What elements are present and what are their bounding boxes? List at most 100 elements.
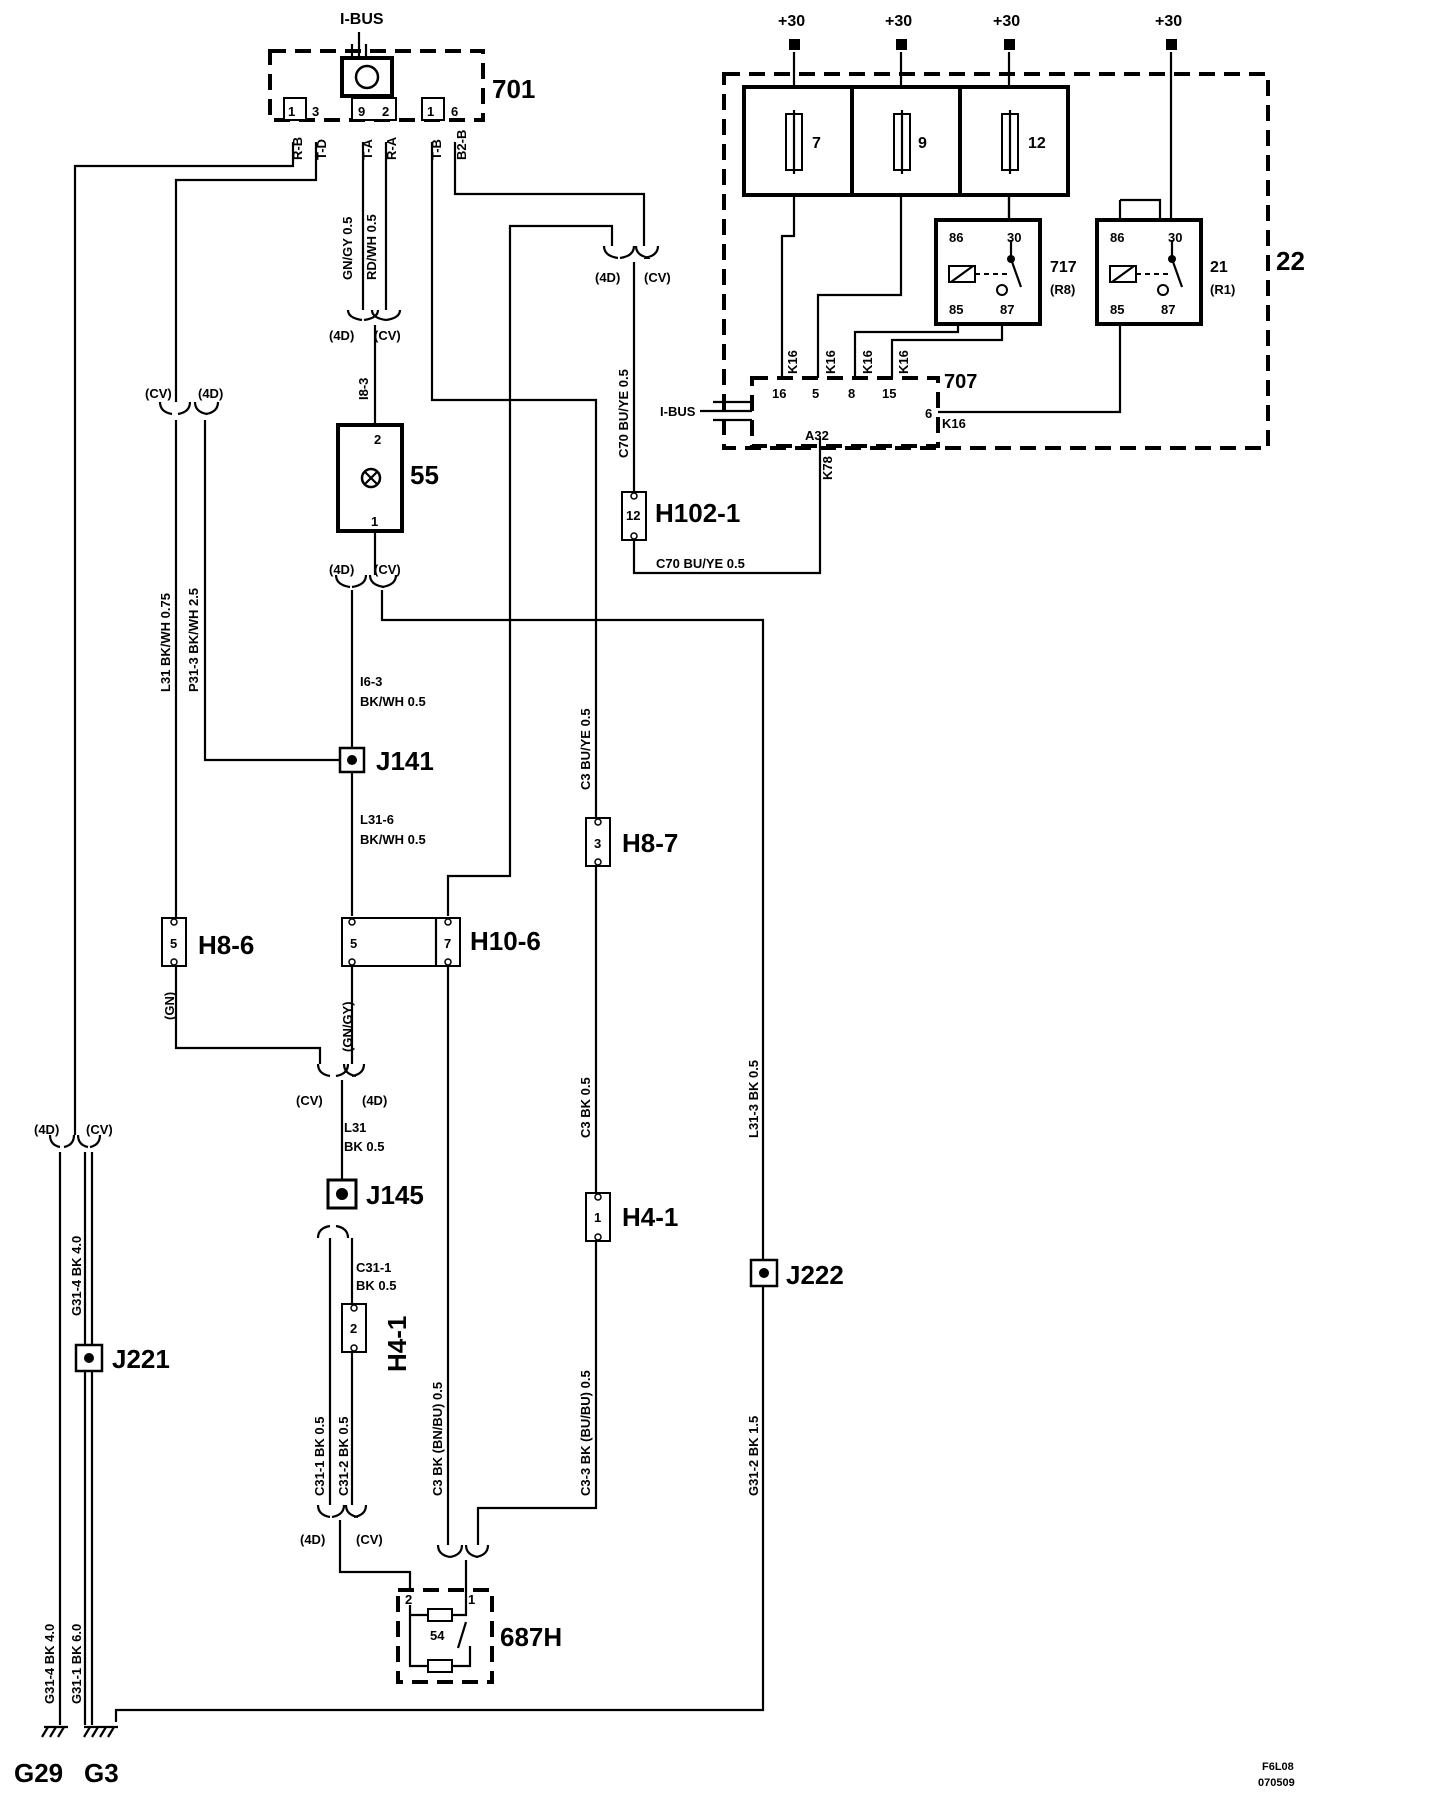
svg-text:(CV): (CV) xyxy=(86,1122,113,1137)
label-717-sub: (R8) xyxy=(1050,282,1075,297)
relay-717-pin-87: 87 xyxy=(1000,302,1014,317)
junction-J222 xyxy=(749,1258,779,1288)
687H-pin-2: 2 xyxy=(405,1592,412,1607)
svg-text:G31-4 BK 4.0: G31-4 BK 4.0 xyxy=(69,1236,84,1316)
label-21-sub: (R1) xyxy=(1210,282,1235,297)
label-H102-1: H102-1 xyxy=(655,498,740,528)
svg-text:C70 BU/YE 0.5: C70 BU/YE 0.5 xyxy=(616,369,631,458)
fuse-block xyxy=(742,85,1070,197)
wire-network xyxy=(58,32,1173,1725)
H4-1-left-pin-2: 2 xyxy=(350,1321,357,1336)
H102-pin-12: 12 xyxy=(626,508,640,523)
component-687H-box xyxy=(396,1588,494,1684)
plus30-label-1: +30 xyxy=(778,13,805,30)
wire701-TB: T-B xyxy=(429,139,444,160)
relay-717-pin-86: 86 xyxy=(949,230,963,245)
svg-text:(4D): (4D) xyxy=(198,386,223,401)
connector-H4-1-left xyxy=(341,1303,367,1353)
pin707-16: 16 xyxy=(772,386,786,401)
label-22: 22 xyxy=(1276,246,1305,276)
svg-text:I6-3: I6-3 xyxy=(360,674,382,689)
svg-text:(4D): (4D) xyxy=(300,1532,325,1547)
lamp-icon xyxy=(360,467,382,489)
wire701-TD: T-D xyxy=(314,139,329,160)
pin707-6: 6 xyxy=(925,406,932,421)
plus30-label-4: +30 xyxy=(1155,13,1182,30)
label-J222: J222 xyxy=(786,1260,844,1290)
svg-text:(CV): (CV) xyxy=(356,1532,383,1547)
svg-text:(4D): (4D) xyxy=(329,562,354,577)
plus30-terminal-3 xyxy=(1004,39,1015,50)
svg-text:BK 0.5: BK 0.5 xyxy=(344,1139,384,1154)
connector-H4-1-right xyxy=(585,1192,611,1242)
svg-text:C31-1: C31-1 xyxy=(356,1260,391,1275)
k16-3: K16 xyxy=(860,350,875,374)
pin707-15: 15 xyxy=(882,386,896,401)
plus30-terminal-4 xyxy=(1166,39,1177,50)
pin701-3: 3 xyxy=(312,104,319,119)
ibus-side-label: I-BUS xyxy=(660,404,696,419)
k16-5: K16 xyxy=(942,416,966,431)
label-G3: G3 xyxy=(84,1758,119,1788)
svg-text:C31-1 BK 0.5: C31-1 BK 0.5 xyxy=(312,1417,327,1496)
label-K78: K78 xyxy=(820,456,835,480)
wire701-RB: R-B xyxy=(290,137,305,160)
fuse-9-label: 9 xyxy=(918,135,927,152)
svg-text:(CV): (CV) xyxy=(374,328,401,343)
relay-717-pin-30: 30 xyxy=(1007,230,1021,245)
connector-H8-7 xyxy=(585,817,611,867)
svg-text:BK 0.5: BK 0.5 xyxy=(356,1278,396,1293)
label-J221: J221 xyxy=(112,1344,170,1374)
label-J145: J145 xyxy=(366,1180,424,1210)
k16-4: K16 xyxy=(896,350,911,374)
pin707-8: 8 xyxy=(848,386,855,401)
relay-717-pin-85: 85 xyxy=(949,302,963,317)
lamp-pin-1: 1 xyxy=(371,514,378,529)
svg-text:(CV): (CV) xyxy=(374,562,401,577)
ibus-top-label: I-BUS xyxy=(340,11,384,28)
H10-6-pin-7: 7 xyxy=(444,936,451,951)
H10-6-pin-5: 5 xyxy=(350,936,357,951)
plus30-label-2: +30 xyxy=(885,13,912,30)
fuse-12-label: 12 xyxy=(1028,135,1046,152)
svg-text:(4D): (4D) xyxy=(362,1093,387,1108)
687H-pin-1: 1 xyxy=(468,1592,475,1607)
fuse-7-label: 7 xyxy=(812,135,821,152)
diagram-date-code: 070509 xyxy=(1258,1777,1295,1789)
svg-text:C3-3 BK (BU/BU) 0.5: C3-3 BK (BU/BU) 0.5 xyxy=(578,1370,593,1496)
svg-text:L31 BK/WH 0.75: L31 BK/WH 0.75 xyxy=(158,593,173,692)
junction-J141 xyxy=(338,746,366,774)
svg-text:(4D): (4D) xyxy=(329,328,354,343)
svg-text:C70 BU/YE 0.5: C70 BU/YE 0.5 xyxy=(656,556,745,571)
plus30-label-3: +30 xyxy=(993,13,1020,30)
ground-G3-icon xyxy=(83,1725,118,1738)
label-54: 54 xyxy=(430,1628,445,1643)
svg-text:L31-3 BK 0.5: L31-3 BK 0.5 xyxy=(746,1060,761,1138)
label-H4-1-right: H4-1 xyxy=(622,1202,678,1232)
relay-21-pin-85: 85 xyxy=(1110,302,1124,317)
pin701-1b: 1 xyxy=(427,104,434,119)
plus30-terminal-2 xyxy=(896,39,907,50)
k16-1: K16 xyxy=(785,350,800,374)
relay-21-pin-30: 30 xyxy=(1168,230,1182,245)
pin701-2: 2 xyxy=(382,104,389,119)
H4-1-right-pin-1: 1 xyxy=(594,1210,601,1225)
label-H4-1-left: H4-1 xyxy=(382,1316,412,1372)
label-707: 707 xyxy=(944,371,977,393)
relay-21 xyxy=(1095,218,1203,326)
svg-text:BK/WH 0.5: BK/WH 0.5 xyxy=(360,832,426,847)
relay-21-pin-86: 86 xyxy=(1110,230,1124,245)
pin701-1a: 1 xyxy=(288,104,295,119)
connector-pin-dots xyxy=(170,492,638,1352)
wire701-TA: T-A xyxy=(360,138,375,160)
pin701-9: 9 xyxy=(358,104,365,119)
svg-text:(4D): (4D) xyxy=(595,270,620,285)
H8-6-pin-5: 5 xyxy=(170,936,177,951)
connector-H102-1 xyxy=(621,491,647,541)
relay-717 xyxy=(934,218,1042,326)
H8-7-pin-3: 3 xyxy=(594,836,601,851)
svg-text:C31-2 BK 0.5: C31-2 BK 0.5 xyxy=(336,1417,351,1496)
svg-text:G31-1 BK 6.0: G31-1 BK 6.0 xyxy=(69,1624,84,1704)
svg-text:RD/WH 0.5: RD/WH 0.5 xyxy=(364,214,379,280)
